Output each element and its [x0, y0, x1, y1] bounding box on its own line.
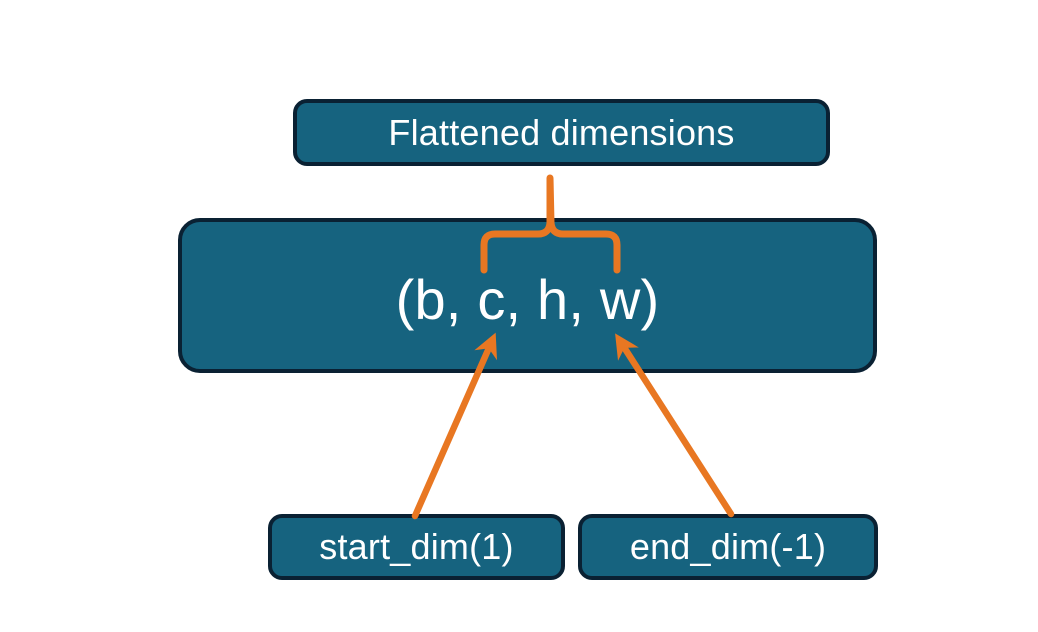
node-start-dim-label: start_dim(1) [319, 526, 514, 567]
node-tensor-shape: (b, c, h, w) [178, 218, 877, 373]
node-flattened-dimensions: Flattened dimensions [293, 99, 830, 166]
node-tensor-shape-label: (b, c, h, w) [395, 267, 660, 331]
node-flattened-dimensions-label: Flattened dimensions [388, 111, 735, 153]
node-start-dim: start_dim(1) [268, 514, 565, 580]
node-end-dim-label: end_dim(-1) [629, 526, 827, 567]
node-end-dim: end_dim(-1) [578, 514, 878, 580]
